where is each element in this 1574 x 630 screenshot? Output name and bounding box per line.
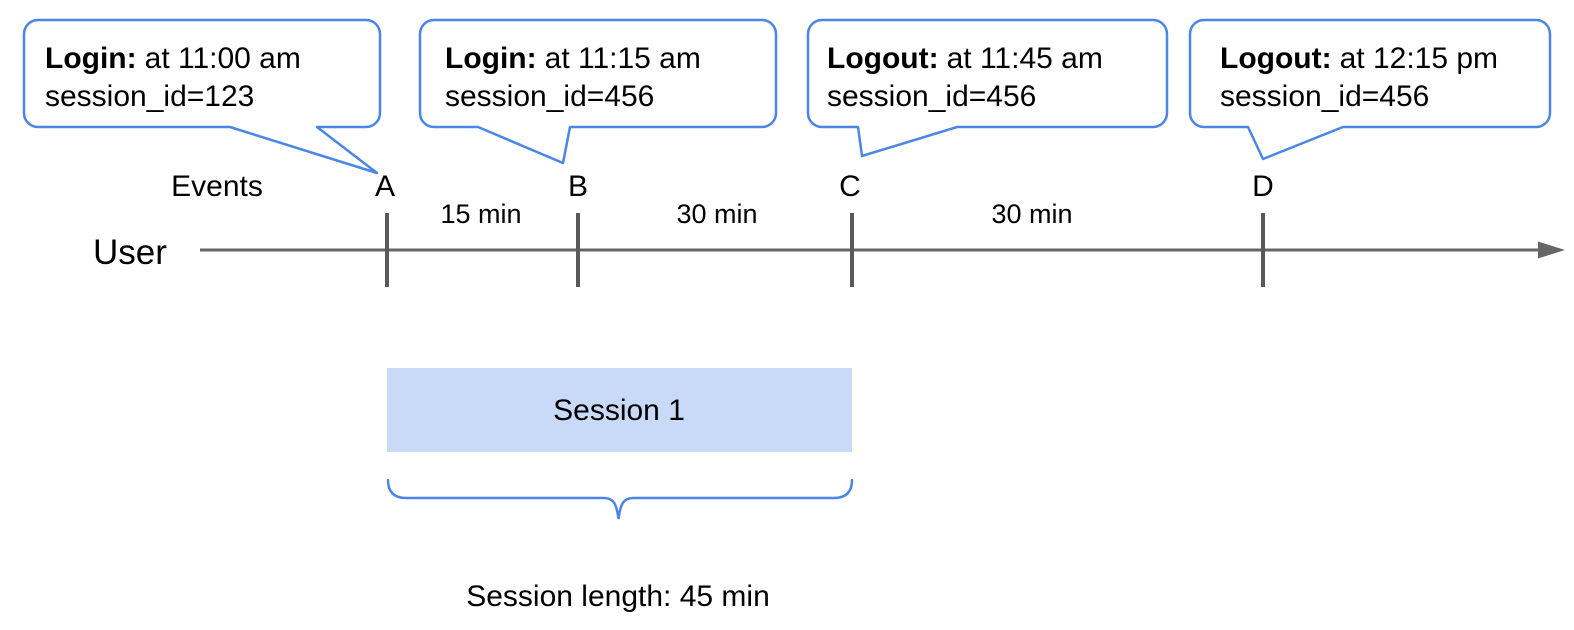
event-type-label: Login: <box>445 42 537 75</box>
speech-bubble-icon <box>1188 18 1552 161</box>
callout-logout-c: Logout:at 11:45 am session_id=456 <box>806 18 1169 158</box>
speech-bubble-icon <box>806 18 1169 158</box>
user-row-label: User <box>93 233 167 272</box>
callout-session-id: session_id=123 <box>45 80 254 113</box>
session-bar-label: Session 1 <box>553 394 685 427</box>
event-time-label: at 11:15 am <box>545 42 701 75</box>
speech-bubble-icon <box>418 18 778 165</box>
session-length-caption: Session length: 45 min <box>466 580 770 613</box>
callout-session-id: session_id=456 <box>827 80 1036 113</box>
callout-event-line: Login:at 11:15 am <box>445 42 701 75</box>
marker-label-b: B <box>568 170 588 203</box>
session-bar <box>387 368 852 452</box>
event-type-label: Logout: <box>827 42 939 75</box>
callout-session-id: session_id=456 <box>445 80 654 113</box>
callout-logout-d: Logout:at 12:15 pm session_id=456 <box>1188 18 1552 161</box>
underbrace-icon <box>386 478 854 520</box>
marker-label-c: C <box>839 170 861 203</box>
event-time-label: at 11:45 am <box>947 42 1103 75</box>
event-type-label: Login: <box>45 42 137 75</box>
axis-arrowhead-icon <box>1538 241 1565 259</box>
callout-event-line: Login:at 11:00 am <box>45 42 301 75</box>
event-time-label: at 11:00 am <box>145 42 301 75</box>
event-type-label: Logout: <box>1220 42 1332 75</box>
interval-label-a-b: 15 min <box>440 199 521 229</box>
callout-event-line: Logout:at 11:45 am <box>827 42 1103 75</box>
callout-login-b: Login:at 11:15 am session_id=456 <box>418 18 778 165</box>
callout-login-a: Login:at 11:00 am session_id=123 <box>22 18 382 175</box>
session-span: Session 1 Session length: 45 min <box>386 368 854 613</box>
interval-label-c-d: 30 min <box>991 199 1072 229</box>
callout-event-line: Logout:at 12:15 pm <box>1220 42 1498 75</box>
marker-label-a: A <box>375 170 395 203</box>
events-row-label: Events <box>171 170 263 203</box>
interval-label-b-c: 30 min <box>676 199 757 229</box>
speech-bubble-icon <box>22 18 382 175</box>
callout-session-id: session_id=456 <box>1220 80 1429 113</box>
marker-label-d: D <box>1252 170 1274 203</box>
event-time-label: at 12:15 pm <box>1340 42 1498 75</box>
timeline-axis <box>200 213 1565 287</box>
